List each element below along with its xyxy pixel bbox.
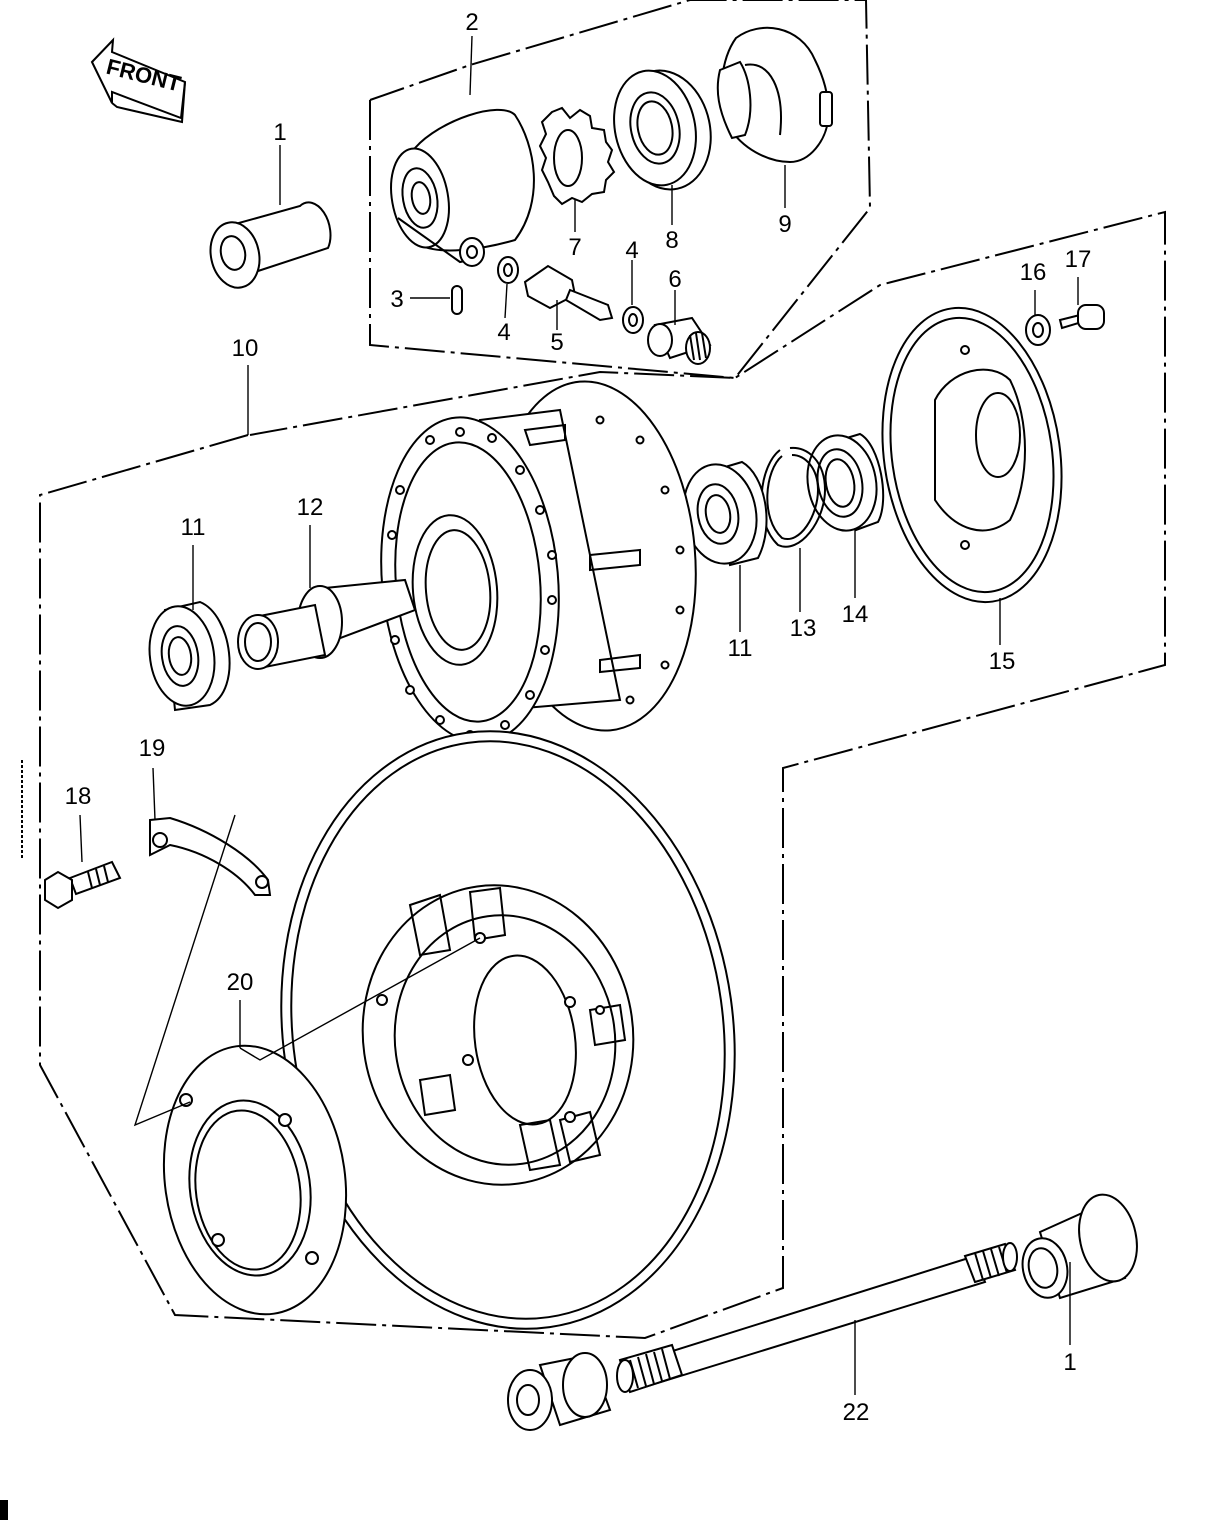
part-6-bushing	[647, 316, 712, 365]
part-2-gear-housing	[390, 108, 535, 267]
label-17: 17	[1065, 246, 1092, 273]
label-13: 13	[790, 615, 817, 642]
part-10-hub	[380, 380, 697, 744]
part-labels: 2 1 3 4 4 5 6 7 8 9 10 11 11 12 13 14 15…	[65, 9, 1092, 1426]
label-12: 12	[297, 494, 324, 521]
label-2: 2	[465, 9, 478, 36]
axle-nut	[507, 1352, 612, 1431]
label-1-top: 1	[273, 119, 286, 146]
leader-lines	[79, 35, 1079, 1395]
label-20: 20	[227, 969, 254, 996]
part-11-bearing-left	[148, 600, 231, 712]
group-boundary-2	[369, 0, 872, 380]
part-18-bolt	[44, 860, 122, 910]
part-7-gear	[538, 106, 616, 206]
label-5: 5	[550, 329, 563, 356]
label-22: 22	[843, 1399, 870, 1426]
label-11-left: 11	[181, 514, 206, 541]
label-7: 7	[568, 234, 581, 261]
part-12-spacer	[237, 578, 417, 670]
label-4-right: 4	[625, 237, 638, 264]
part-19-lock-plate	[149, 816, 272, 896]
edge-mark-bottom	[0, 1500, 8, 1520]
label-11-right: 11	[728, 635, 753, 662]
part-4-washer-right	[622, 306, 644, 334]
part-16-washer	[1025, 314, 1051, 346]
part-8-bearing	[613, 69, 712, 191]
part-3-pin	[451, 285, 463, 315]
label-14: 14	[842, 601, 869, 628]
part-5-shaft	[523, 264, 614, 322]
label-6: 6	[668, 266, 681, 293]
part-20-coupling-plate	[162, 1044, 348, 1316]
label-15: 15	[989, 648, 1016, 675]
front-arrow: FRONT	[90, 37, 187, 124]
label-10: 10	[232, 335, 259, 362]
part-11-bearing-right	[682, 460, 768, 567]
part-14-seal	[806, 432, 885, 532]
label-18: 18	[65, 783, 92, 810]
part-22-axle	[616, 1242, 1018, 1394]
label-1-bottom: 1	[1063, 1349, 1076, 1376]
group-boundary-10	[39, 210, 1166, 1340]
label-9: 9	[778, 211, 791, 238]
part-1-collar-bottom	[1021, 1193, 1138, 1300]
part-17-bolt	[1058, 304, 1105, 330]
part-9-retainer	[716, 26, 833, 164]
part-1-collar-top	[209, 201, 332, 289]
part-4-washer-left	[497, 256, 519, 284]
part-15-cover	[881, 306, 1063, 604]
label-16: 16	[1020, 259, 1047, 286]
label-19: 19	[139, 735, 166, 762]
label-8: 8	[665, 227, 678, 254]
label-3: 3	[390, 286, 403, 313]
sprocket-disc	[280, 730, 736, 1330]
label-4-left: 4	[497, 319, 510, 346]
